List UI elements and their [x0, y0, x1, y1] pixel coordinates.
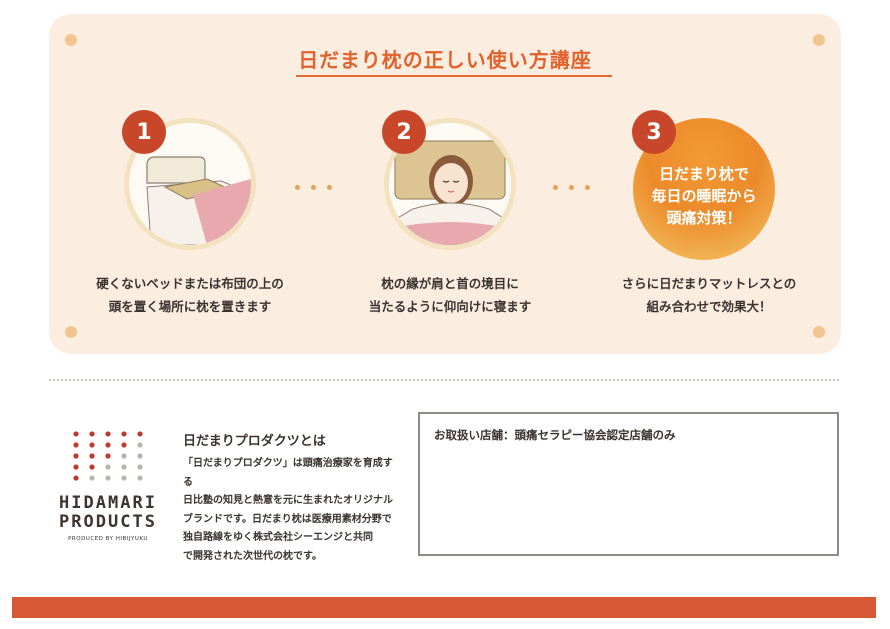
logo-dot [89, 464, 95, 470]
logo-dot [105, 442, 111, 448]
logo-dot [105, 464, 111, 470]
hidamari-logo [52, 424, 164, 492]
logo-dot [73, 464, 79, 470]
logo-dot [105, 453, 111, 459]
step-3-caption: さらに日だまりマットレスとの 組み合わせで効果大！ [621, 276, 797, 314]
about-text: 「日だまりプロダクツ」は頭痛治療家を育成する 日比塾の知見と熱意を元に生まれたオ… [183, 458, 393, 562]
logo-dot [105, 475, 111, 481]
logo-dot [89, 453, 95, 459]
step-connector-dots [553, 175, 607, 190]
logo-dot [73, 475, 79, 481]
logo-dot [137, 453, 143, 459]
logo-dot [121, 475, 127, 481]
corner-dot [65, 34, 77, 46]
corner-dot [65, 326, 77, 338]
logo-dot [137, 442, 143, 448]
logo-dot [137, 464, 143, 470]
store-label: お取扱い店舗：頭痛セラピー協会認定店舗のみ [434, 428, 676, 442]
logo-dot [121, 431, 127, 437]
section-divider [49, 379, 839, 381]
logo-dot [73, 453, 79, 459]
logo-dot [137, 431, 143, 437]
step-connector-dots [295, 175, 349, 190]
logo-dot [121, 453, 127, 459]
logo-dot [137, 475, 143, 481]
step-1-caption: 硬くないベッドまたは布団の上の 頭を置く場所に枕を置きます [96, 276, 284, 314]
sleeping-person-icon [389, 123, 511, 245]
headache-highlight-circle: 日だまり枕で 毎日の睡眠から 頭痛対策！ [633, 118, 775, 260]
logo-dot [121, 464, 127, 470]
step-number-1: 1 [122, 110, 166, 154]
step-number-2: 2 [382, 110, 426, 154]
step-number-3: 3 [632, 110, 676, 154]
logo-dot [105, 431, 111, 437]
bed-icon [129, 123, 251, 245]
logo-wordmark: HIDAMARI PRODUCTS [59, 493, 157, 532]
logo-dot [73, 442, 79, 448]
footer-bar [12, 597, 876, 618]
logo-dot [121, 442, 127, 448]
logo-dot [89, 475, 95, 481]
title-underline [296, 75, 612, 77]
about-title: 日だまりプロダクツとは [183, 434, 326, 449]
logo-dot [89, 431, 95, 437]
step-2-caption: 枕の縁が肩と首の境目に 当たるように仰向けに寝ます [368, 276, 532, 314]
diamond-dots-logo-icon [73, 431, 143, 481]
logo-dot [89, 442, 95, 448]
corner-dot [813, 326, 825, 338]
sleeping-person-illustration [384, 118, 516, 250]
course-title: 日だまり枕の正しい使い方講座 [298, 48, 592, 72]
store-info-box: お取扱い店舗：頭痛セラピー協会認定店舗のみ [418, 412, 839, 556]
logo-dot [73, 431, 79, 437]
corner-dot [813, 34, 825, 46]
logo-subtext: PRODUCED BY HIBIJYUKU [68, 536, 148, 542]
